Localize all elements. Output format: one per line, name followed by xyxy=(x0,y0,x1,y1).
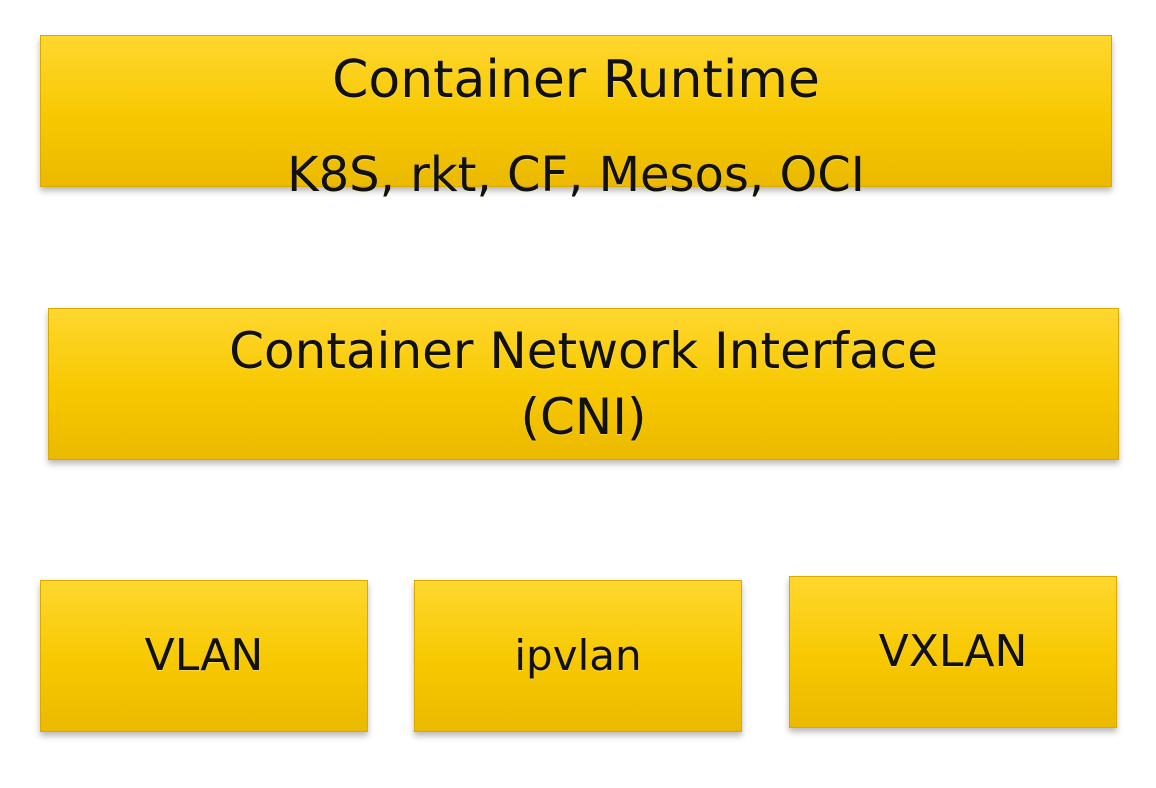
vlan-label: VLAN xyxy=(144,630,264,681)
vxlan-label: VXLAN xyxy=(878,626,1028,677)
container-runtime-title: Container Runtime xyxy=(332,50,820,110)
container-runtime-box: Container Runtime K8S, rkt, CF, Mesos, O… xyxy=(40,35,1112,199)
vxlan-box: VXLAN xyxy=(789,576,1117,728)
ipvlan-box: ipvlan xyxy=(414,580,742,732)
vlan-box: VLAN xyxy=(40,580,368,732)
cni-title: Container Network Interface xyxy=(229,322,938,380)
cni-abbreviation: (CNI) xyxy=(520,388,647,446)
ipvlan-label: ipvlan xyxy=(514,631,642,680)
cni-box: Container Network Interface (CNI) xyxy=(48,308,1119,460)
container-runtime-list: K8S, rkt, CF, Mesos, OCI xyxy=(287,147,865,203)
